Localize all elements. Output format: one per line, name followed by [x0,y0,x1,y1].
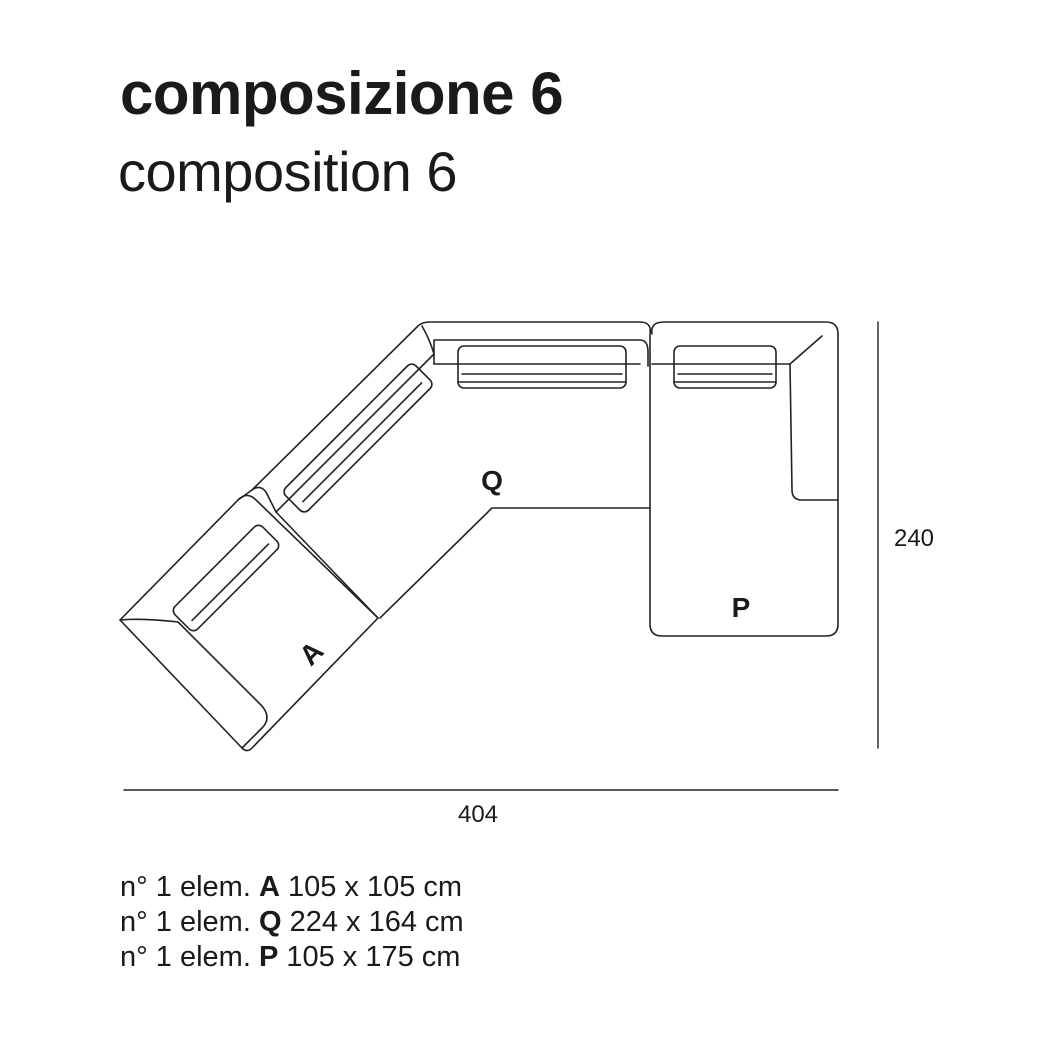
element-prefix: n° 1 elem. [120,941,251,973]
element-prefix: n° 1 elem. [120,906,251,938]
module-q-cushion-diagonal [283,363,433,513]
module-a [119,486,379,752]
module-a-armrest [119,618,268,749]
module-q-back-top [433,339,649,367]
element-code: A [258,871,280,903]
module-a-outline [119,494,379,752]
module-p-outline [649,321,839,637]
module-q [251,321,652,619]
element-size: 105 x 175 cm [286,941,461,973]
element-code: P [258,941,279,973]
module-p-label: P [732,592,751,623]
module-q-outline [251,321,652,619]
element-row-a: n° 1 elem. A 105 x 105 cm [120,870,464,905]
elements-list: n° 1 elem. A 105 x 105 cm n° 1 elem. Q 2… [120,870,464,975]
module-a-label: A [293,635,329,671]
element-size: 224 x 164 cm [289,906,464,938]
module-a-cushion [172,524,280,632]
module-p [649,321,839,637]
element-code: Q [258,906,282,938]
depth-dimension-label: 240 [894,525,934,552]
title-english: composition 6 [118,140,458,203]
module-q-label: Q [481,465,503,496]
module-q-cushion-top [457,345,627,389]
title-italian: composizione 6 [120,60,564,127]
element-row-p: n° 1 elem. P 105 x 175 cm [120,940,464,975]
element-prefix: n° 1 elem. [120,871,251,903]
element-row-q: n° 1 elem. Q 224 x 164 cm [120,905,464,940]
width-dimension-label: 404 [458,801,498,828]
module-p-armrest [789,363,839,501]
module-p-cushion [673,345,777,389]
module-p-back [651,335,823,365]
element-size: 105 x 105 cm [287,871,463,903]
